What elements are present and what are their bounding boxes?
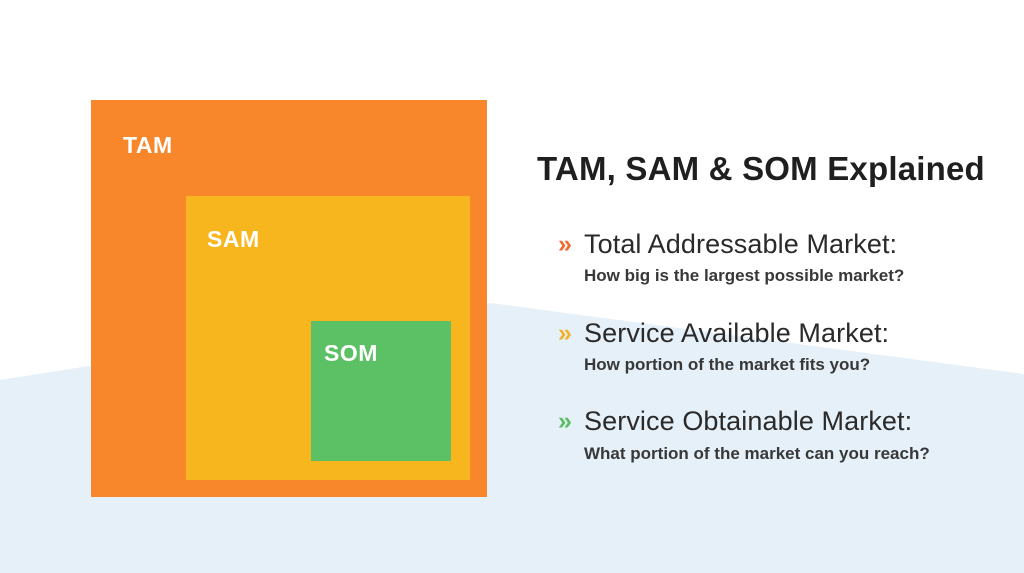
bullet-heading: Service Available Market: [584, 317, 890, 348]
chevron-right-icon: » [558, 407, 572, 436]
tam-label: TAM [123, 132, 173, 158]
bullet-service-available-market: » Service Available Market: How portion … [558, 317, 997, 376]
explainer-panel: TAM, SAM & SOM Explained » Total Address… [537, 150, 997, 464]
bullet-description: What portion of the market can you reach… [584, 443, 930, 463]
page-title: TAM, SAM & SOM Explained [537, 150, 985, 187]
bullet-description: How portion of the market fits you? [584, 354, 871, 374]
bullet-list: » Total Addressable Market: How big is t… [558, 228, 997, 464]
bullet-description: How big is the largest possible market? [584, 266, 905, 286]
sam-label: SAM [207, 226, 260, 252]
bullet-body: Service Obtainable Market: What portion … [584, 405, 997, 464]
bullet-heading: Service Obtainable Market: [584, 406, 913, 437]
bullet-total-addressable-market: » Total Addressable Market: How big is t… [558, 228, 997, 287]
bullet-service-obtainable-market: » Service Obtainable Market: What portio… [558, 405, 997, 464]
chevron-right-icon: » [558, 229, 572, 258]
chevron-right-icon: » [558, 318, 572, 347]
bullet-body: Service Available Market: How portion of… [584, 317, 997, 376]
som-label: SOM [324, 340, 378, 366]
bullet-heading: Total Addressable Market: [584, 228, 898, 259]
som-square: SOM [311, 321, 451, 461]
bullet-body: Total Addressable Market: How big is the… [584, 228, 997, 287]
